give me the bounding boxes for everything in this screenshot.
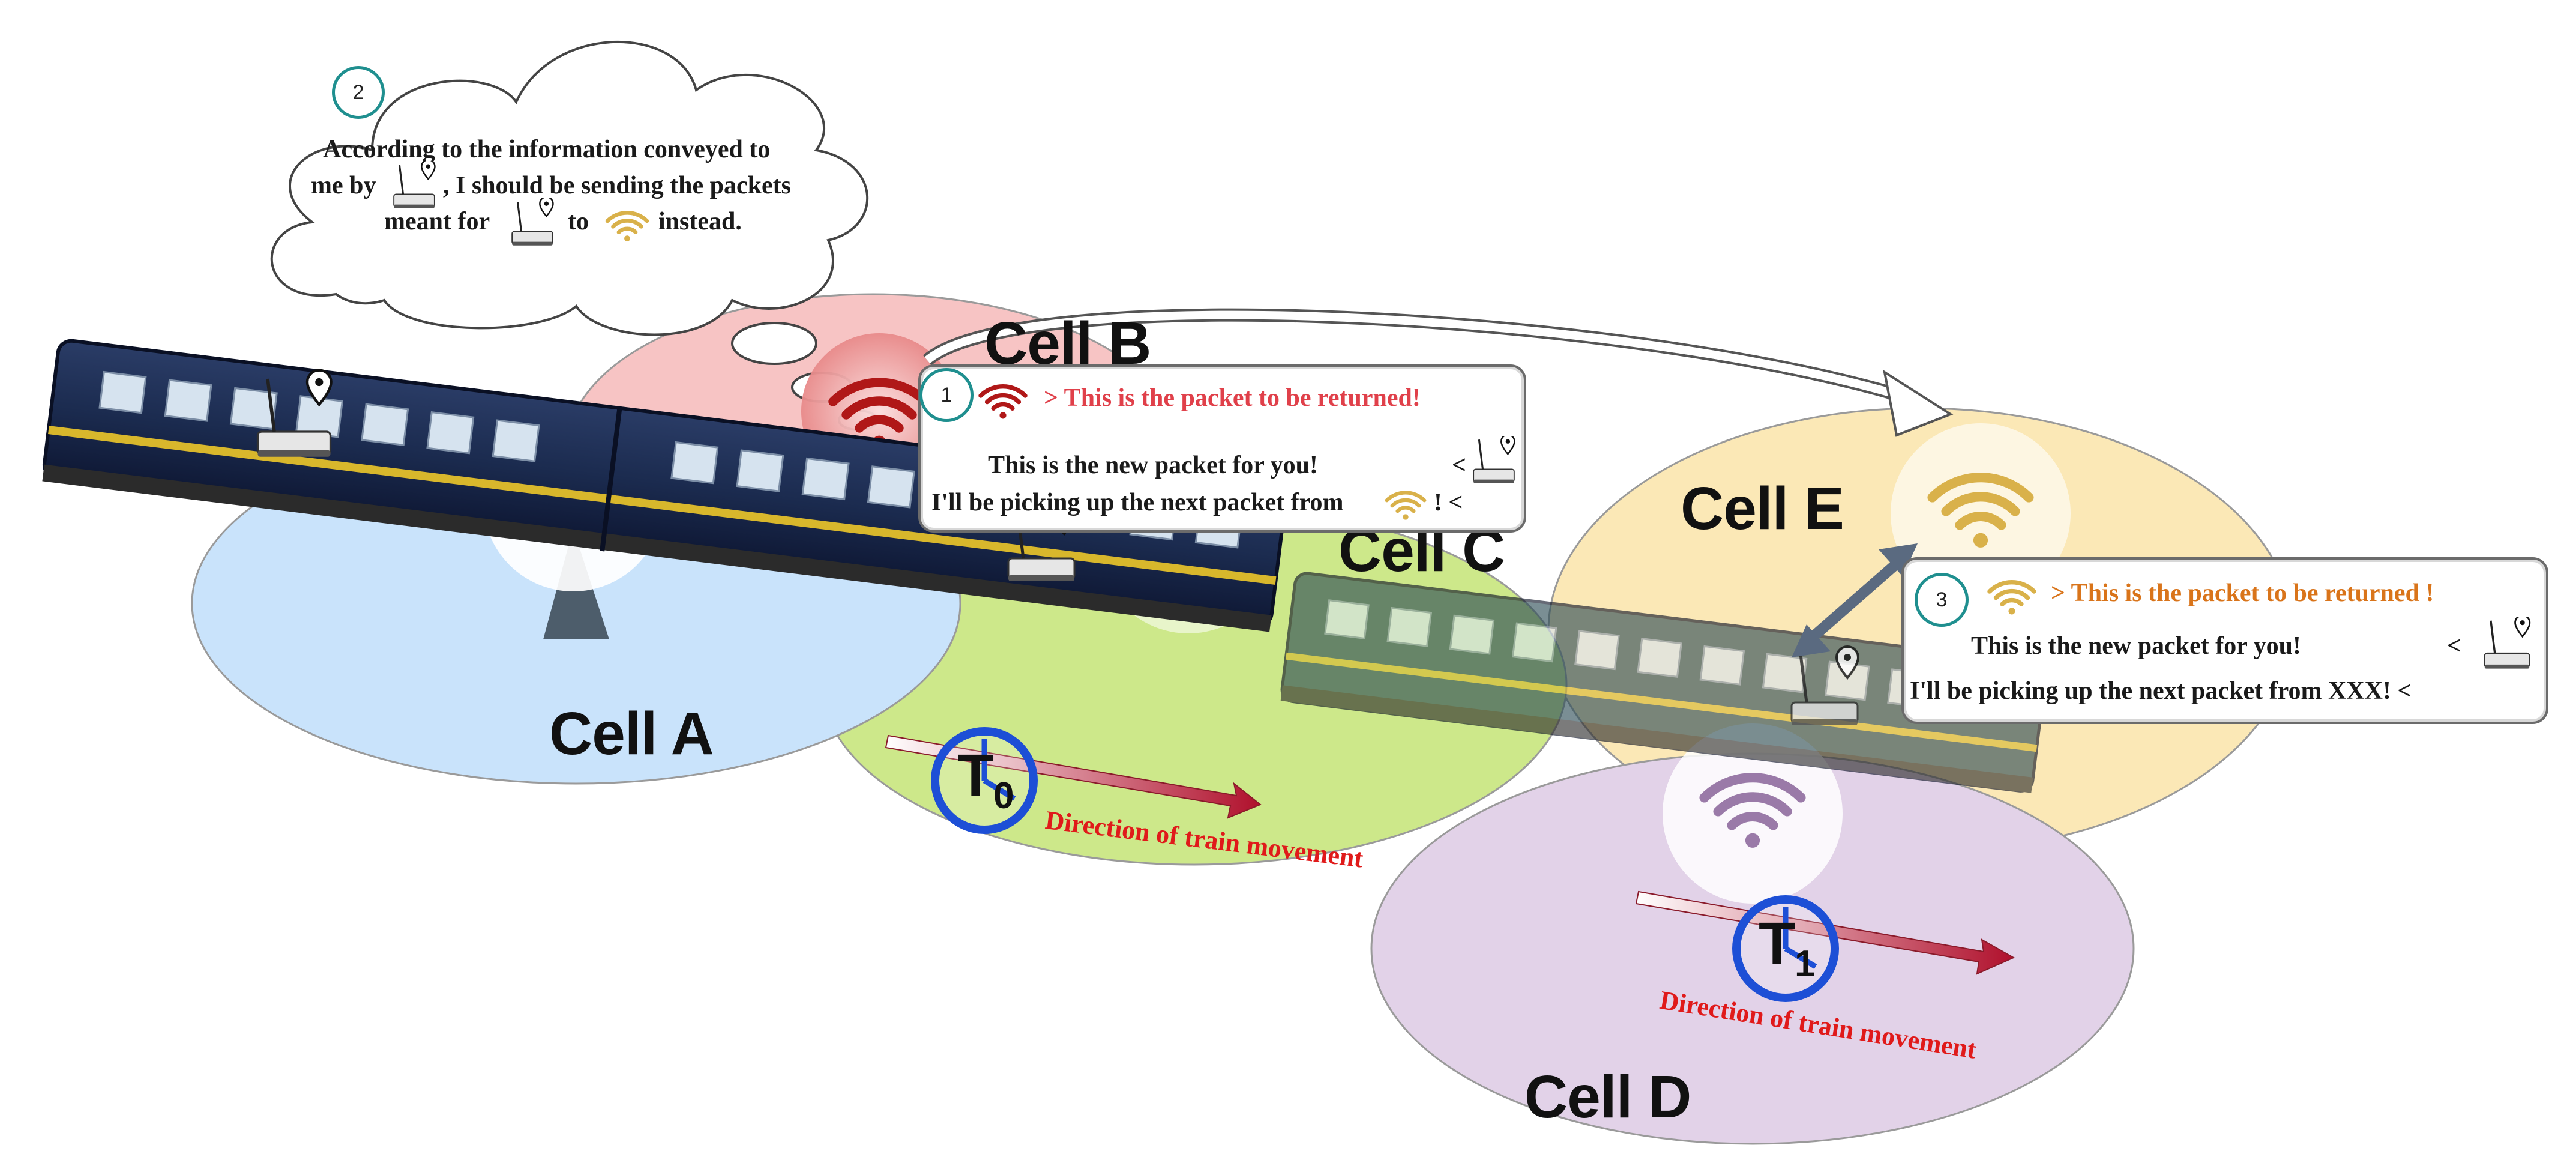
time-t0-letter: T bbox=[957, 742, 995, 809]
message-1-new-packet-suffix: < bbox=[1452, 452, 1466, 479]
wifi-icon bbox=[603, 204, 651, 246]
cell-e-label: Cell E bbox=[1681, 475, 1844, 542]
message-3-new-packet-suffix: < bbox=[2447, 632, 2461, 660]
thought-line-2-start: me by bbox=[311, 172, 376, 199]
message-1-new-packet: This is the new packet for you! bbox=[988, 452, 1318, 479]
clock-icon bbox=[1732, 895, 1839, 1002]
wifi-icon bbox=[1383, 485, 1428, 524]
time-t0-subscript: 0 bbox=[993, 775, 1014, 817]
step-2-badge: 2 bbox=[332, 66, 385, 119]
message-box-1: 1 > This is the packet to be returned! T… bbox=[918, 364, 1526, 533]
message-1-returned: > This is the packet to be returned! bbox=[1044, 384, 1421, 412]
thought-line-2-end: , I should be sending the packets bbox=[443, 172, 791, 199]
thought-tail-large bbox=[731, 322, 817, 365]
time-t1-subscript: 1 bbox=[1795, 943, 1816, 985]
wifi-icon bbox=[1985, 575, 2039, 618]
step-3-badge: 3 bbox=[1915, 573, 1969, 627]
message-box-3: 3 > This is the packet to be returned ! … bbox=[1901, 557, 2548, 724]
message-1-pickup-suffix: ! < bbox=[1434, 489, 1463, 516]
message-3-pickup: I'll be picking up the next packet from … bbox=[1910, 677, 2412, 705]
clock-icon bbox=[931, 727, 1038, 834]
cell-a-label: Cell A bbox=[549, 700, 714, 767]
direction-arrow-t1 bbox=[1635, 890, 2015, 975]
router-with-location-icon bbox=[511, 198, 555, 246]
thought-line-3-middle: to bbox=[568, 208, 589, 235]
link-arrow-e bbox=[1803, 554, 1906, 647]
cell-d-label: Cell D bbox=[1524, 1063, 1691, 1131]
handover-arrow-inner bbox=[924, 310, 1904, 400]
wifi-icon bbox=[976, 379, 1030, 422]
handover-arrow-head bbox=[1883, 369, 1954, 437]
link-arrow-e-head-1 bbox=[1792, 624, 1831, 657]
message-3-returned: > This is the packet to be returned ! bbox=[2051, 579, 2434, 607]
thought-cloud bbox=[270, 41, 868, 336]
step-1-badge: 1 bbox=[919, 368, 974, 422]
time-t1-letter: T bbox=[1759, 910, 1796, 977]
router-with-location-icon bbox=[2484, 617, 2531, 669]
message-3-new-packet: This is the new packet for you! bbox=[1971, 632, 2301, 660]
thought-line-1: According to the information conveyed to bbox=[323, 136, 771, 163]
link-arrow-e-head-2 bbox=[1879, 543, 1918, 576]
message-1-pickup: I'll be picking up the next packet from bbox=[931, 489, 1344, 516]
router-with-location-icon bbox=[1472, 436, 1515, 484]
router-with-location-icon bbox=[393, 161, 436, 209]
thought-line-3-start: meant for bbox=[384, 208, 490, 235]
thought-line-3-end: instead. bbox=[658, 208, 742, 235]
